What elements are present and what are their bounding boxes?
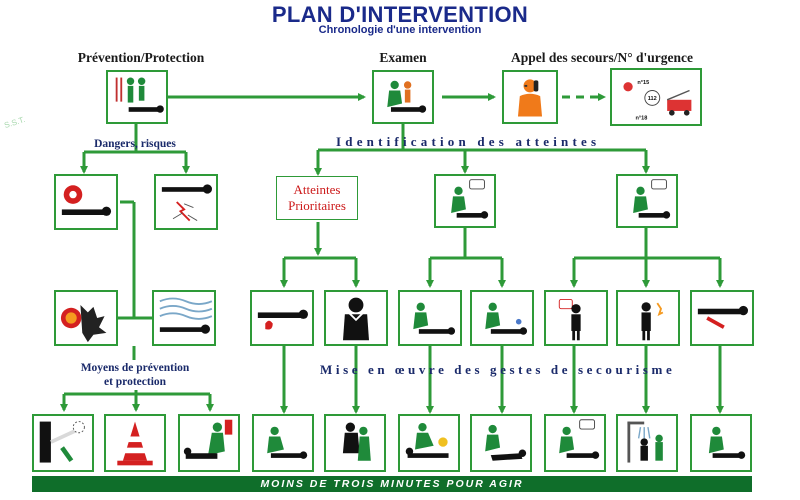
rescuer-talk-icon [559, 419, 600, 459]
emergency-number-112: 112 [648, 96, 657, 102]
box-geste-recovery [470, 414, 532, 472]
box-moyen-evacuation [178, 414, 240, 472]
header-examen: Examen [379, 50, 427, 65]
emergency-number-pompiers: n°18 [636, 115, 648, 121]
box-geste-cpr [398, 414, 460, 472]
box-geste-care [690, 414, 752, 472]
box-geste-compression [252, 414, 314, 472]
box-examen-right [616, 174, 678, 228]
recovery-position-icon [485, 424, 527, 461]
label-identification: Identification des atteintes [336, 134, 601, 149]
footer-banner: MOINS DE TROIS MINUTES POUR AGIR [32, 476, 752, 492]
rescuer-exam-icon [387, 80, 427, 113]
victim-wound-icon [697, 305, 748, 329]
box-moyen-cone [104, 414, 166, 472]
label-moyens: Moyens de prévention et protection [60, 361, 210, 389]
box-appel [502, 70, 558, 124]
box-atteintes-prioritaires: Atteintes Prioritaires [276, 176, 358, 220]
rescuer-question-icon [633, 179, 671, 219]
page-title: PLAN D'INTERVENTION [271, 2, 529, 27]
box-atteinte-wound [690, 290, 754, 346]
rescuer-protect-icon [115, 77, 164, 113]
box-prevention [106, 70, 168, 124]
box-danger-fire [54, 290, 118, 346]
box-atteinte-complaint [544, 290, 608, 346]
rescuer-question-icon [451, 179, 489, 219]
box-danger-gas [152, 290, 216, 346]
shower-rinse-icon [627, 421, 663, 463]
label-moyens-line2: et protection [103, 376, 167, 388]
box-examen-mid [434, 174, 496, 228]
box-danger-electric [154, 174, 218, 230]
safety-cone-icon [117, 421, 153, 466]
box-atteinte-breathing [470, 290, 534, 346]
box-atteinte-unconscious [398, 290, 462, 346]
box-danger-burn [54, 174, 118, 230]
label-atteintes-line2: Prioritaires [288, 198, 346, 213]
header-appel: Appel des secours/N° d'urgence [510, 50, 694, 65]
box-atteinte-choking [324, 290, 388, 346]
box-geste-shower [616, 414, 678, 472]
label-mise-en-oeuvre: Mise en œuvre des gestes de secourisme [320, 362, 676, 377]
page-subtitle: Chronologie d'une intervention [318, 24, 482, 36]
phone-call-icon [517, 79, 543, 117]
label-atteintes-line1: Atteintes [293, 182, 341, 197]
evacuation-icon [183, 419, 233, 459]
burn-victim-icon [61, 185, 112, 216]
unconscious-victim-icon [413, 302, 456, 335]
electric-cutoff-icon [39, 421, 85, 463]
rescuer-care-icon [708, 426, 746, 459]
label-dangers: Dangers, risques [94, 138, 176, 150]
toxic-gas-icon [159, 297, 213, 334]
standing-complaint-icon [558, 298, 581, 341]
box-atteinte-burn [616, 290, 680, 346]
back-blows-icon [342, 422, 371, 461]
standing-burn-icon [641, 302, 664, 341]
box-geste-back-blows [324, 414, 386, 472]
electric-hazard-icon [161, 184, 212, 222]
box-atteinte-bleeding [250, 290, 314, 346]
fire-explosion-icon [60, 305, 107, 343]
choking-person-icon [343, 297, 369, 341]
bleeding-victim-icon [257, 309, 308, 330]
compression-icon [267, 426, 308, 459]
header-prevention: Prévention/Protection [77, 50, 205, 65]
emergency-number-samu: n°15 [637, 80, 649, 86]
box-geste-talk [544, 414, 606, 472]
box-examen [372, 70, 434, 124]
cpr-icon [405, 422, 449, 458]
box-secours: n°15 112 n°18 [610, 68, 702, 126]
unconscious-breathing-icon [485, 302, 528, 335]
label-moyens-line1: Moyens de prévention [80, 362, 190, 374]
box-moyen-electric [32, 414, 94, 472]
emergency-vehicles-icon: n°15 112 n°18 [623, 80, 692, 121]
